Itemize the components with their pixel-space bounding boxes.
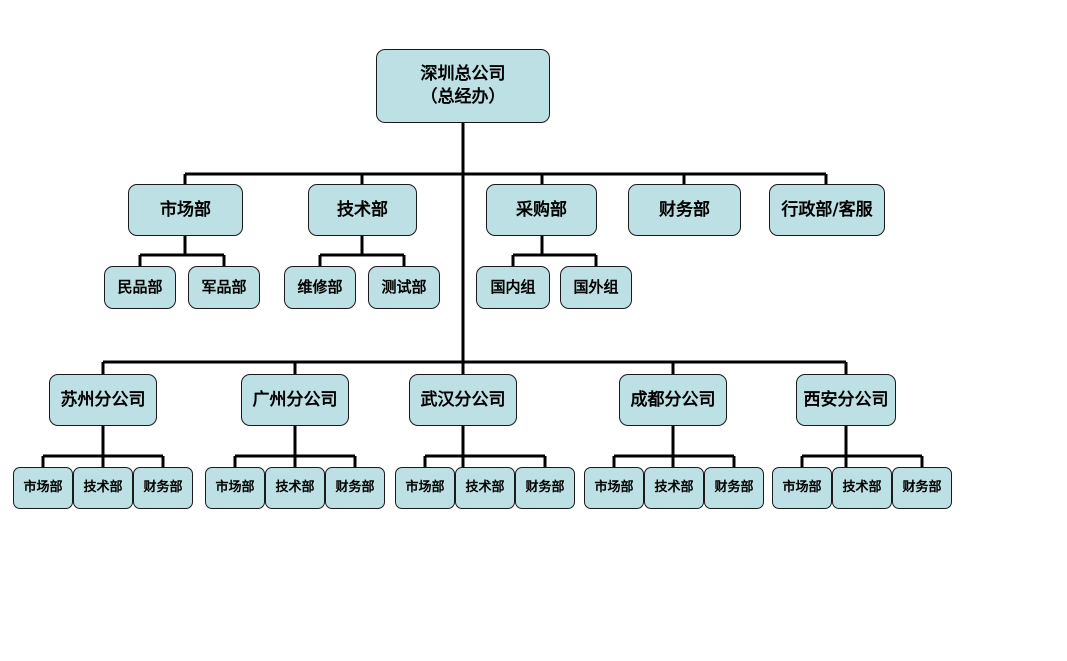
root-node-shenzhen-hq: 深圳总公司 （总经办） (376, 49, 550, 123)
unit-overseas-label: 国外组 (573, 278, 619, 297)
branch-unit-market: 市场部 (13, 467, 73, 509)
unit-domestic-group: 国内组 (476, 266, 550, 309)
unit-testing: 测试部 (368, 266, 440, 309)
dept-admin-service: 行政部/客服 (769, 184, 885, 236)
branch-unit-label: 市场部 (215, 480, 255, 496)
branch-unit-tech: 技术部 (265, 467, 325, 509)
branch-xian-label: 西安分公司 (803, 389, 889, 410)
branch-unit-label: 技术部 (83, 480, 123, 496)
dept-market: 市场部 (128, 184, 243, 236)
dept-admin-label: 行政部/客服 (781, 199, 873, 220)
branch-unit-label: 技术部 (654, 480, 694, 496)
branch-unit-tech: 技术部 (73, 467, 133, 509)
dept-finance-label: 财务部 (659, 199, 710, 220)
branch-unit-label: 市场部 (23, 480, 63, 496)
branch-chengdu-label: 成都分公司 (630, 389, 716, 410)
branch-unit-label: 财务部 (143, 480, 183, 496)
branch-unit-finance: 财务部 (133, 467, 193, 509)
branch-unit-label: 市场部 (594, 480, 634, 496)
branch-guangzhou-label: 广州分公司 (252, 389, 338, 410)
unit-civil-label: 民品部 (117, 278, 163, 297)
root-subtitle: （总经办） (420, 87, 506, 107)
branch-unit-finance: 财务部 (704, 467, 764, 509)
unit-civil-products: 民品部 (104, 266, 176, 309)
branch-unit-label: 技术部 (842, 480, 882, 496)
branch-chengdu: 成都分公司 (619, 374, 727, 426)
branch-unit-label: 财务部 (902, 480, 942, 496)
branch-unit-tech: 技术部 (644, 467, 704, 509)
branch-unit-finance: 财务部 (892, 467, 952, 509)
unit-domestic-label: 国内组 (490, 278, 536, 297)
branch-unit-label: 财务部 (335, 480, 375, 496)
branch-unit-finance: 财务部 (325, 467, 385, 509)
branch-unit-label: 技术部 (275, 480, 315, 496)
dept-purchase-label: 采购部 (516, 199, 567, 220)
dept-tech: 技术部 (308, 184, 417, 236)
branch-unit-label: 财务部 (714, 480, 754, 496)
branch-guangzhou: 广州分公司 (241, 374, 349, 426)
branch-suzhou-label: 苏州分公司 (60, 389, 146, 410)
branch-unit-label: 市场部 (782, 480, 822, 496)
branch-unit-tech: 技术部 (832, 467, 892, 509)
unit-military-label: 军品部 (201, 278, 247, 297)
branch-unit-tech: 技术部 (455, 467, 515, 509)
unit-military-products: 军品部 (188, 266, 260, 309)
branch-unit-market: 市场部 (205, 467, 265, 509)
unit-overseas-group: 国外组 (560, 266, 632, 309)
branch-unit-market: 市场部 (395, 467, 455, 509)
branch-unit-finance: 财务部 (515, 467, 575, 509)
branch-unit-market: 市场部 (584, 467, 644, 509)
branch-wuhan: 武汉分公司 (409, 374, 517, 426)
unit-repair: 维修部 (284, 266, 356, 309)
unit-testing-label: 测试部 (381, 278, 427, 297)
branch-suzhou: 苏州分公司 (49, 374, 157, 426)
unit-repair-label: 维修部 (297, 278, 343, 297)
dept-finance: 财务部 (628, 184, 741, 236)
branch-xian: 西安分公司 (796, 374, 896, 426)
branch-unit-label: 技术部 (465, 480, 505, 496)
branch-wuhan-label: 武汉分公司 (420, 389, 506, 410)
dept-tech-label: 技术部 (337, 199, 388, 220)
branch-unit-label: 市场部 (405, 480, 445, 496)
dept-purchase: 采购部 (486, 184, 597, 236)
root-name: 深圳总公司 (420, 64, 506, 85)
branch-unit-market: 市场部 (772, 467, 832, 509)
branch-unit-label: 财务部 (525, 480, 565, 496)
dept-market-label: 市场部 (160, 199, 211, 220)
